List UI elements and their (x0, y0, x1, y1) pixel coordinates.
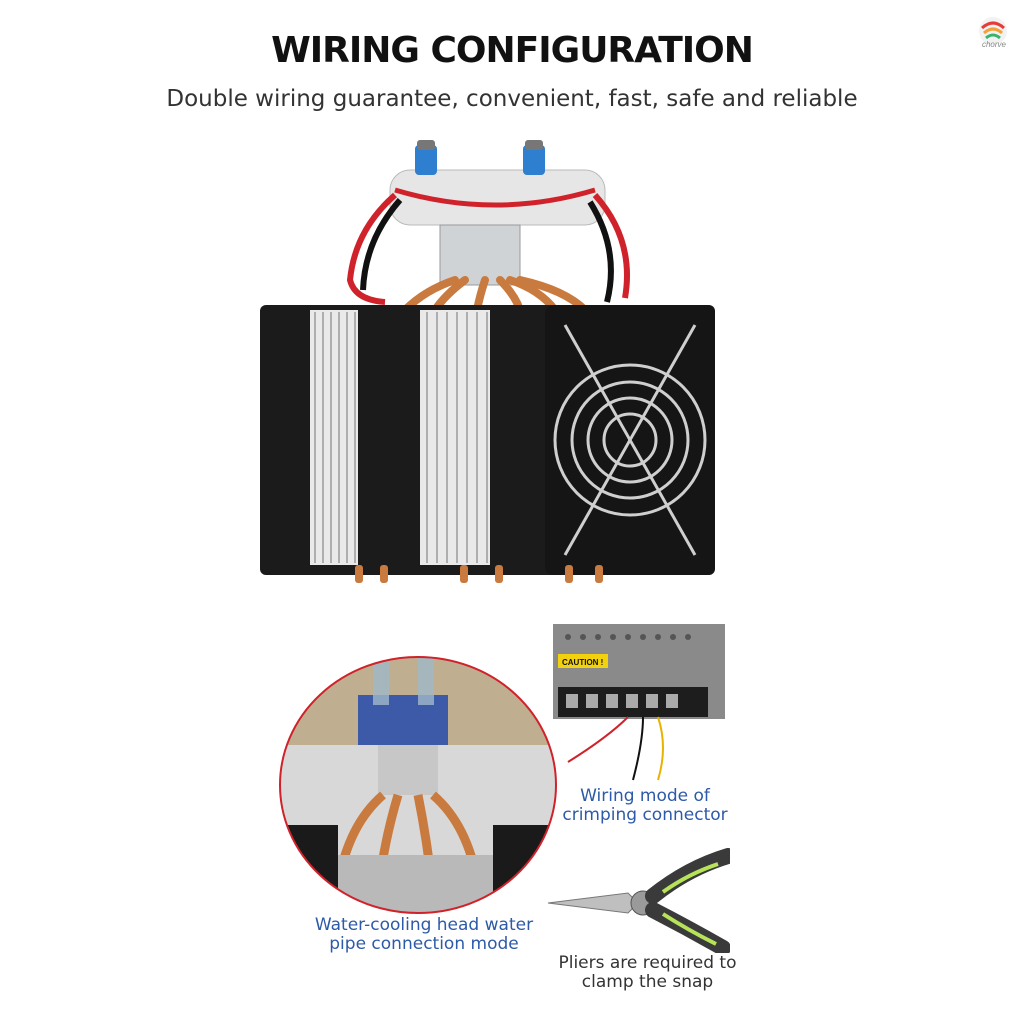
thermoelectric-cooler-image (260, 140, 715, 583)
logo-icon (979, 17, 1007, 45)
page-subtitle: Double wiring guarantee, convenient, fas… (166, 86, 858, 112)
water-cooling-caption-line1: Water-cooling head water (314, 915, 534, 935)
power-supply-image: CAUTION ! (553, 624, 725, 781)
page-title: WIRING CONFIGURATION (271, 30, 754, 71)
wiring-mode-caption-line2: crimping connector (562, 805, 728, 825)
pliers-caption-line2: clamp the snap (581, 972, 714, 992)
pliers-image (547, 848, 730, 953)
logo-text: chorve (981, 40, 1006, 49)
pliers-caption: Pliers are required to clamp the snap (550, 954, 745, 992)
wiring-mode-caption-line1: Wiring mode of (580, 786, 710, 806)
water-cooling-caption-line2: pipe connection mode (329, 934, 519, 954)
pliers-caption-line1: Pliers are required to (558, 953, 737, 973)
water-head-closeup-image (279, 656, 557, 914)
wiring-mode-caption: Wiring mode of crimping connector (555, 787, 735, 825)
water-cooling-caption: Water-cooling head water pipe connection… (302, 916, 546, 954)
psu-caution-label: CAUTION ! (562, 658, 603, 667)
